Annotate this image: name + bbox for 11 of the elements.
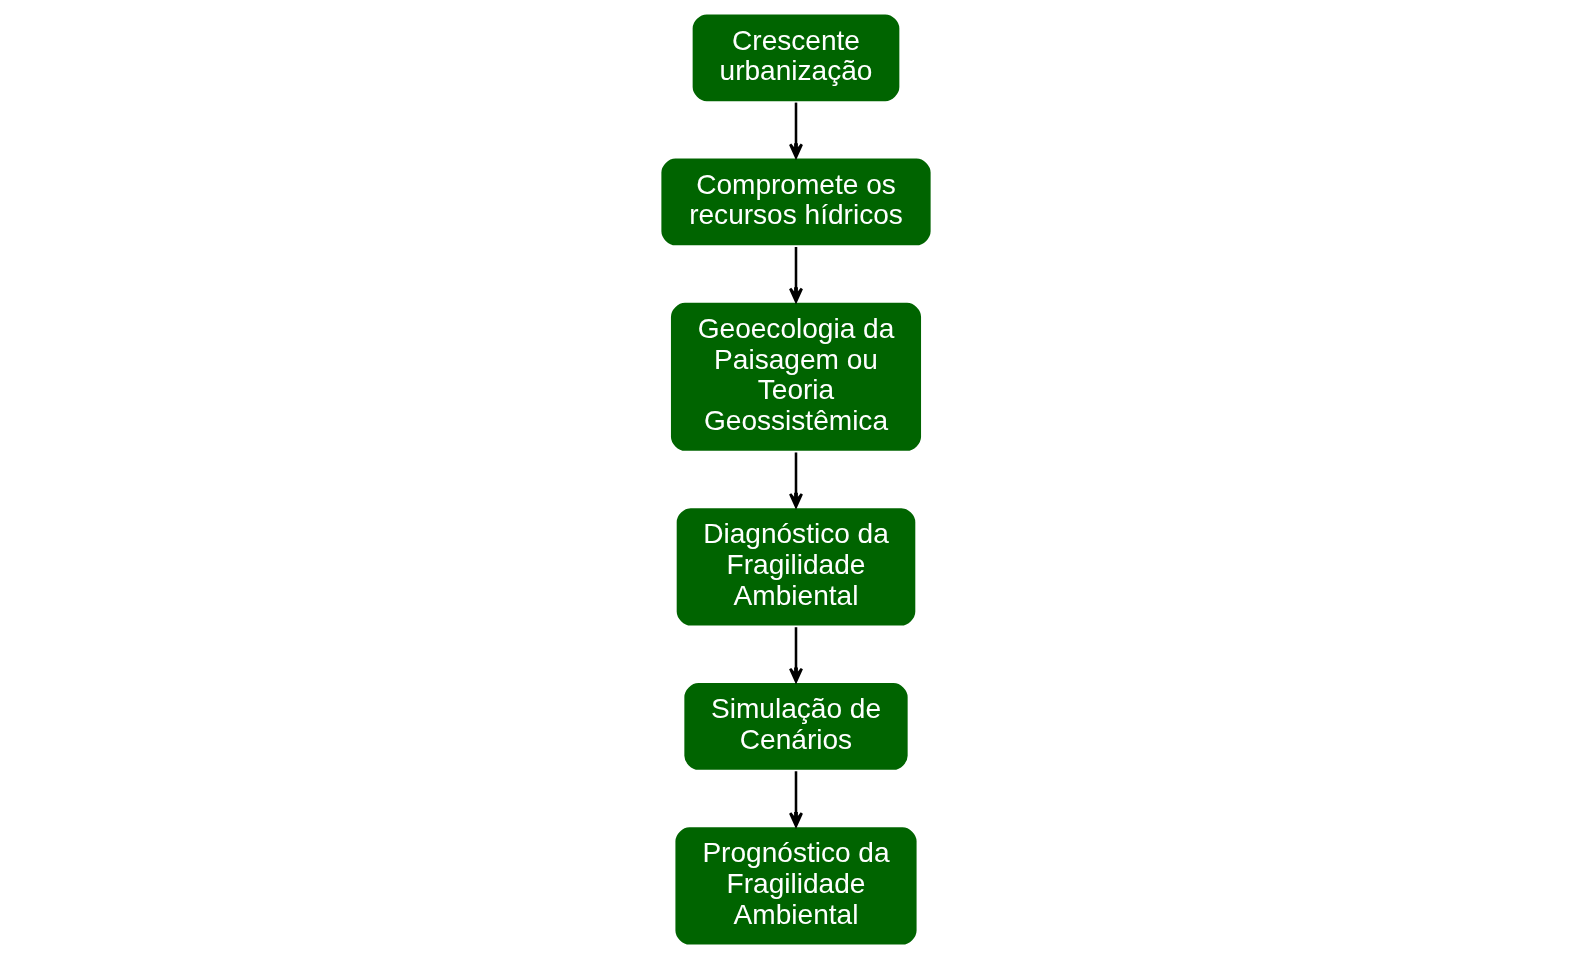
arrow — [789, 627, 803, 683]
arrow — [789, 771, 803, 828]
node-box: Compromete os recursos hídricos — [658, 156, 934, 248]
node-box: Prognóstico da Fragilidade Ambiental — [672, 824, 920, 948]
node-box: Simulação de Cenários — [681, 680, 911, 773]
node-box: Geoecologia da Paisagem ou Teoria Geossistêmica — [668, 300, 924, 454]
arrow — [789, 247, 803, 303]
arrow — [789, 452, 803, 508]
arrow — [789, 102, 803, 159]
node-box: Crescente urbanização — [690, 11, 902, 104]
node-box: Diagnóstico da Fragilidade Ambiental — [674, 505, 918, 629]
